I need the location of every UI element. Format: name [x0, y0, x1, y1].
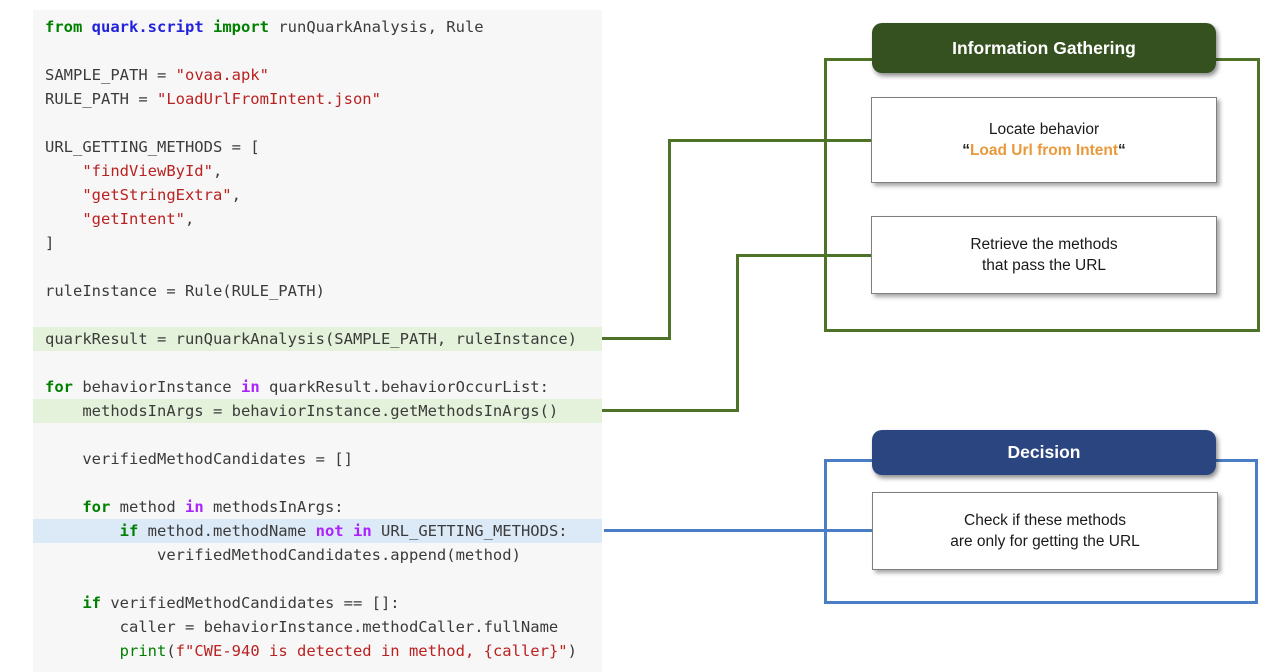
decision-header: Decision	[872, 430, 1216, 475]
code-line: verifiedMethodCandidates.append(method)	[45, 546, 521, 564]
code-line	[33, 471, 602, 495]
information-gathering-header: Information Gathering	[872, 23, 1216, 73]
connector-quarkresult-h1	[602, 337, 671, 340]
behavior-name: Load Url from Intent	[969, 142, 1119, 159]
code-line: "getIntent",	[82, 210, 195, 228]
connector-methodsinargs-h1	[602, 409, 739, 412]
code-line: ]	[45, 234, 55, 252]
retrieve-methods-line2: that pass the URL	[981, 257, 1107, 274]
code-line	[33, 351, 602, 375]
connector-methodsinargs-h2	[736, 254, 871, 257]
code-line: print(f"CWE-940 is detected in method, {…	[119, 642, 577, 660]
information-gathering-title: Information Gathering	[952, 37, 1136, 58]
code-line: caller = behaviorInstance.methodCaller.f…	[45, 618, 559, 636]
code-line: "findViewById",	[82, 162, 223, 180]
open-quote: “	[962, 142, 970, 159]
code-line: if verifiedMethodCandidates == []:	[82, 594, 400, 612]
check-methods-line1: Check if these methods	[964, 512, 1126, 529]
check-methods-box: Check if these methods are only for gett…	[872, 492, 1218, 570]
code-line-highlighted-green: quarkResult = runQuarkAnalysis(SAMPLE_PA…	[33, 327, 602, 351]
connector-quarkresult-v	[668, 139, 671, 340]
connector-methodsinargs-v	[736, 254, 739, 412]
code-line	[33, 255, 602, 279]
code-line: from quark.script import runQuarkAnalysi…	[45, 18, 484, 36]
code-line: for method in methodsInArgs:	[82, 498, 344, 516]
code-line	[33, 111, 602, 135]
code-block: from quark.script import runQuarkAnalysi…	[33, 10, 602, 672]
code-line	[33, 39, 602, 63]
retrieve-methods-line1: Retrieve the methods	[970, 236, 1118, 253]
locate-behavior-box: Locate behavior “Load Url from Intent“	[871, 97, 1217, 183]
code-line	[33, 423, 602, 447]
locate-behavior-line1: Locate behavior	[988, 121, 1100, 138]
code-line: RULE_PATH = "LoadUrlFromIntent.json"	[45, 90, 381, 108]
code-line-highlighted-blue: if method.methodName not in URL_GETTING_…	[33, 519, 602, 543]
close-quote: “	[1118, 142, 1126, 159]
code-line: URL_GETTING_METHODS = [	[45, 138, 260, 156]
code-line: for behaviorInstance in quarkResult.beha…	[45, 378, 549, 396]
locate-behavior-line2: “Load Url from Intent“	[962, 140, 1126, 161]
code-line	[33, 567, 602, 591]
code-line-highlighted-green: methodsInArgs = behaviorInstance.getMeth…	[33, 399, 602, 423]
code-line: verifiedMethodCandidates = []	[45, 450, 353, 468]
retrieve-methods-box: Retrieve the methods that pass the URL	[871, 216, 1217, 294]
connector-quarkresult-h2	[668, 139, 871, 142]
code-line	[33, 303, 602, 327]
check-methods-line2: are only for getting the URL	[950, 533, 1140, 550]
code-line: "getStringExtra",	[82, 186, 241, 204]
code-line: SAMPLE_PATH = "ovaa.apk"	[45, 66, 269, 84]
code-line: ruleInstance = Rule(RULE_PATH)	[45, 282, 325, 300]
connector-decision-h	[604, 529, 872, 532]
decision-title: Decision	[1007, 442, 1081, 462]
